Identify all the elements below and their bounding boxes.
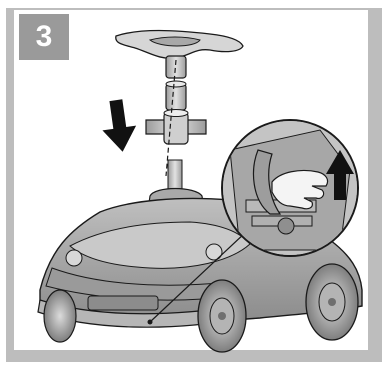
- steering-wheel: [116, 31, 243, 79]
- column-sleeve: [166, 81, 186, 110]
- front-left-wheel: [44, 290, 76, 342]
- steering-collar: [146, 110, 206, 145]
- front-right-wheel: [198, 280, 246, 352]
- arrow-down-icon: [99, 98, 140, 154]
- rear-right-wheel: [306, 264, 358, 340]
